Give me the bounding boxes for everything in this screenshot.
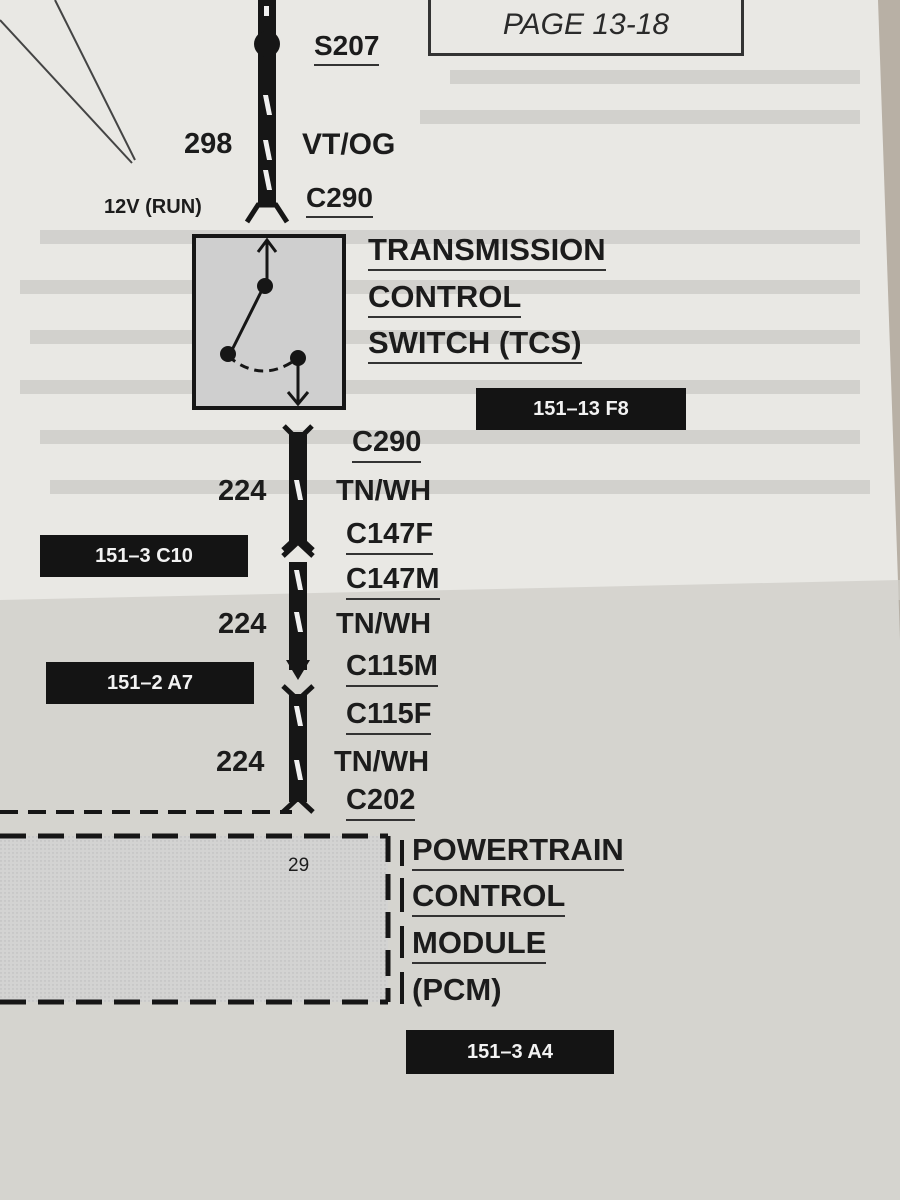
wire-color: TN/WH [336, 608, 432, 640]
pin-number: 29 [288, 855, 310, 876]
connector-label: C115M [346, 652, 438, 687]
component-name-line: (PCM) [412, 972, 502, 1007]
switch-contact [290, 350, 306, 366]
pcm-box [0, 836, 388, 1002]
connector-label: C147M [346, 565, 440, 600]
connector-label: C147F [346, 520, 434, 555]
voltage-label: 12V (RUN) [104, 196, 202, 218]
locator-tag: 151–13 F8 [476, 388, 686, 430]
wire-color: TN/WH [336, 475, 432, 507]
switch-pivot [257, 278, 273, 294]
pointer-line [54, 0, 136, 161]
wire-color: VT/OG [302, 128, 396, 161]
locator-tag: 151–3 C10 [40, 535, 248, 577]
connector-label: C290 [352, 428, 422, 463]
component-name-line: CONTROL [368, 281, 522, 318]
locator-tag: 151–2 A7 [46, 662, 254, 704]
connector-label: C290 [306, 184, 373, 218]
locator-tag: 151–3 A4 [406, 1030, 614, 1074]
tcs-switch-symbol [227, 237, 310, 407]
splice-label: S207 [314, 32, 380, 66]
page-reference-box: PAGE 13-18 [428, 0, 744, 56]
circuit-number: 298 [184, 128, 233, 160]
component-name-line: SWITCH (TCS) [368, 327, 582, 364]
circuit-number: 224 [216, 746, 265, 778]
connector-label: C202 [346, 786, 416, 821]
switch-contact [220, 346, 236, 362]
tcs-box [192, 234, 346, 410]
circuit-number: 224 [218, 608, 267, 640]
wire-stripe [294, 480, 303, 780]
component-name-line: TRANSMISSION [368, 234, 606, 271]
wire-color: TN/WH [334, 746, 430, 778]
shadow-area [0, 580, 900, 1200]
wire-stripe [263, 6, 272, 190]
connector-c290-top [244, 202, 290, 224]
connector-label: C115F [346, 700, 432, 735]
page-reference: PAGE 13-18 [502, 8, 670, 41]
component-name-line: CONTROL [412, 880, 566, 917]
pointer-line [0, 19, 133, 164]
component-name-line: MODULE [412, 927, 547, 964]
pcm-outline [0, 833, 391, 1005]
splice-dot [254, 31, 280, 57]
circuit-number: 224 [218, 475, 267, 507]
component-name-line: POWERTRAIN [412, 834, 624, 871]
bright-area [0, 0, 900, 600]
